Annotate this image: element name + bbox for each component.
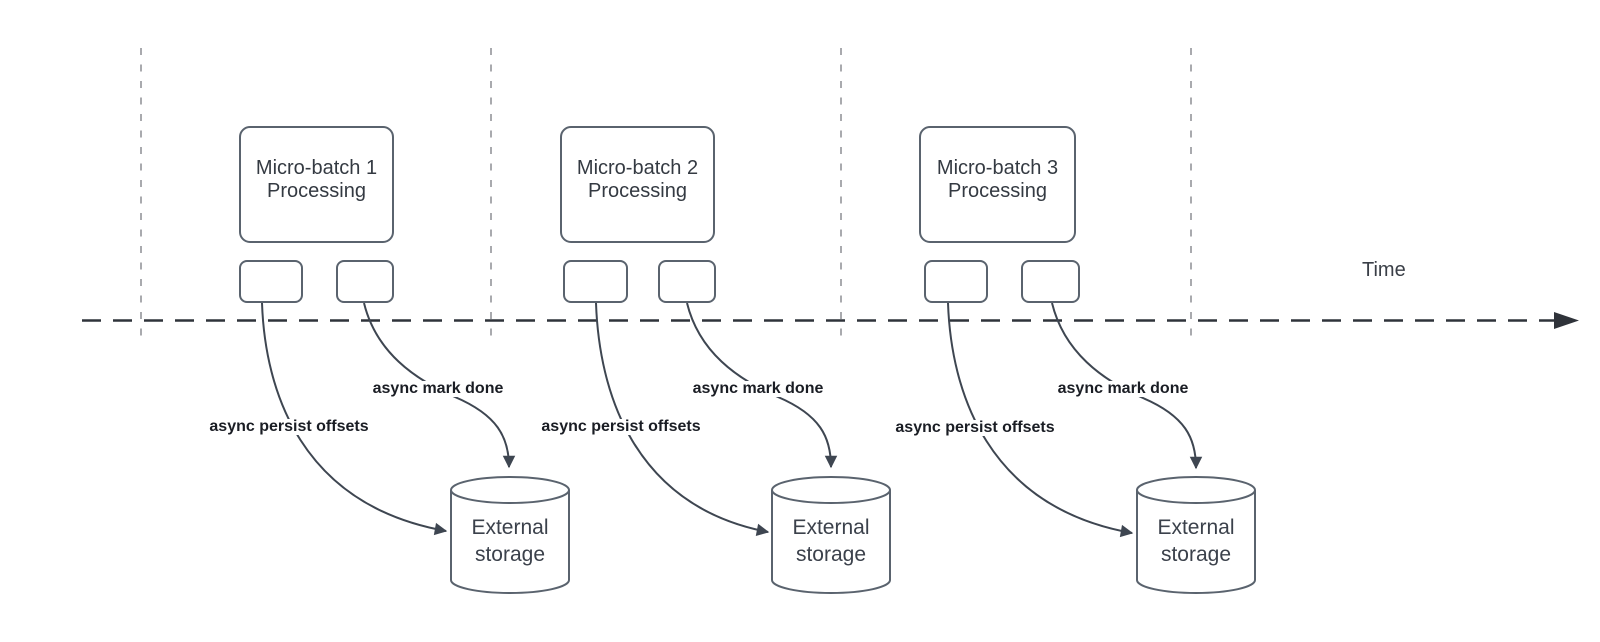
task-box-1b [336,260,394,303]
task-box-3a [924,260,988,303]
persist-offsets-label-1: async persist offsets [206,419,372,435]
task-box-1a [239,260,303,303]
external-storage-label-2: External storage [792,516,870,566]
storage-cylinder-3 [1136,476,1256,594]
micro-batch-3-title-line1: Micro-batch 3 [936,156,1059,179]
micro-batch-1-title-line1: Micro-batch 1 [255,156,378,179]
persist-offsets-arrow-2 [595,302,770,537]
time-axis-label: Time [1362,259,1406,281]
micro-batch-2-box: Micro-batch 2 Processing [560,126,715,243]
micro-batch-3-box: Micro-batch 3 Processing [919,126,1076,243]
persist-offsets-label-3: async persist offsets [892,420,1058,436]
storage-cylinder-2 [771,476,891,594]
external-storage-label-1: External storage [471,516,549,566]
storage-cylinder-1 [450,476,570,594]
external-storage-label-3: External storage [1157,516,1235,566]
micro-batch-1-box: Micro-batch 1 Processing [239,126,394,243]
mark-done-label-3: async mark done [1054,381,1192,397]
micro-batch-2-title-line2: Processing [588,179,687,202]
task-box-2b [658,260,716,303]
micro-batch-1-title-line2: Processing [267,179,366,202]
persist-offsets-arrow-1 [261,302,448,536]
task-box-3b [1021,260,1080,303]
mark-done-label-2: async mark done [689,381,827,397]
persist-offsets-label-2: async persist offsets [538,419,704,435]
persist-offsets-arrow-3 [947,302,1134,538]
mark-done-arrow-3 [1051,302,1203,470]
mark-done-label-1: async mark done [369,381,507,397]
micro-batch-2-title-line1: Micro-batch 2 [576,156,699,179]
task-box-2a [563,260,628,303]
timeline-arrowhead-icon [1554,312,1579,329]
micro-batch-3-title-line2: Processing [948,179,1047,202]
